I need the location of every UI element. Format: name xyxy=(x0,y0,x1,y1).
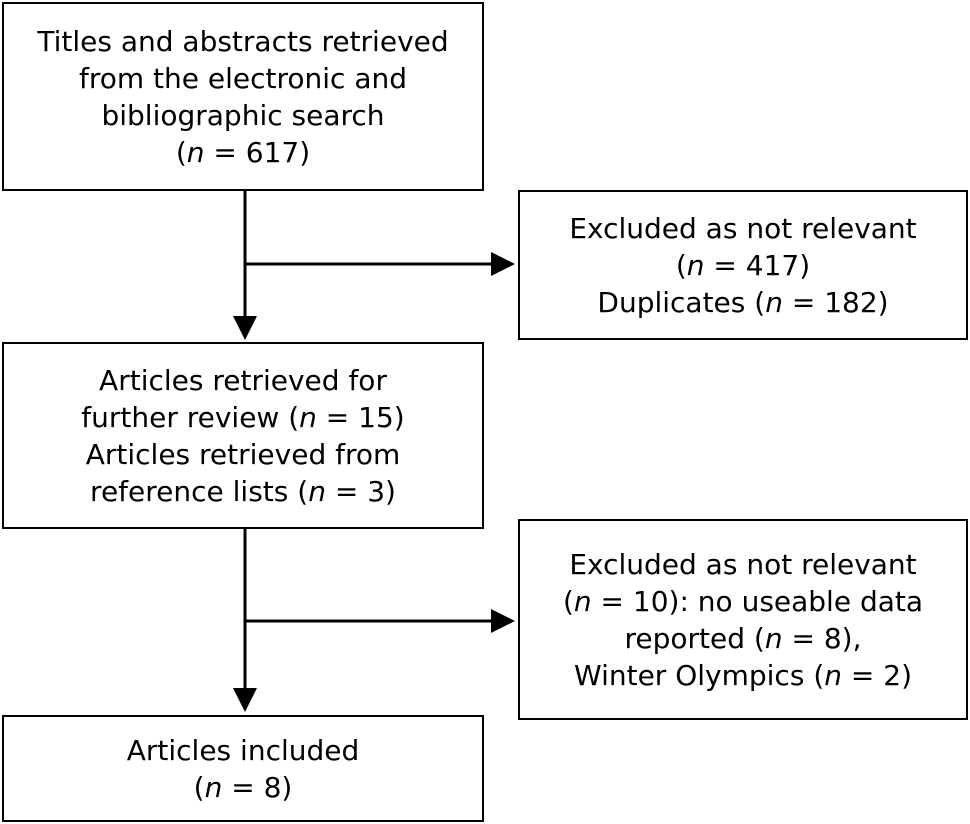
further-review-box: Articles retrieved for further review (n… xyxy=(2,342,484,529)
review-line-1: Articles retrieved for xyxy=(99,363,387,397)
search-text-line-3: bibliographic search xyxy=(101,98,385,132)
arrowhead-review xyxy=(233,316,257,340)
excluded-second-line-3: reported (n = 8), xyxy=(624,621,862,655)
excluded-second-line-2: (n = 10): no useable data xyxy=(562,584,924,618)
excluded-second-line-1: Excluded as not relevant xyxy=(569,547,917,581)
search-text-line-2: from the electronic and xyxy=(78,61,408,95)
articles-included-box: Articles included (n = 8) xyxy=(2,715,484,822)
arrowhead-excluded-first xyxy=(491,252,515,276)
search-count: (n = 617) xyxy=(175,135,311,169)
excluded-first-line-3: Duplicates (n = 182) xyxy=(597,285,889,319)
search-results-box: Titles and abstracts retrieved from the … xyxy=(2,2,484,191)
arrowhead-excluded-second xyxy=(491,609,515,633)
review-line-4: reference lists (n = 3) xyxy=(90,474,396,508)
excluded-second-box: Excluded as not relevant (n = 10): no us… xyxy=(518,519,968,720)
excluded-first-line-1: Excluded as not relevant xyxy=(569,211,917,245)
included-line-2: (n = 8) xyxy=(193,770,293,804)
excluded-second-line-4: Winter Olympics (n = 2) xyxy=(574,658,912,692)
excluded-first-box: Excluded as not relevant (n = 417) Dupli… xyxy=(518,190,968,340)
search-text-line-1: Titles and abstracts retrieved xyxy=(37,24,449,58)
arrowhead-included xyxy=(233,688,257,712)
review-line-2: further review (n = 15) xyxy=(81,400,405,434)
included-line-1: Articles included xyxy=(126,733,360,767)
review-line-3: Articles retrieved from xyxy=(85,437,401,471)
excluded-first-line-2: (n = 417) xyxy=(675,248,811,282)
